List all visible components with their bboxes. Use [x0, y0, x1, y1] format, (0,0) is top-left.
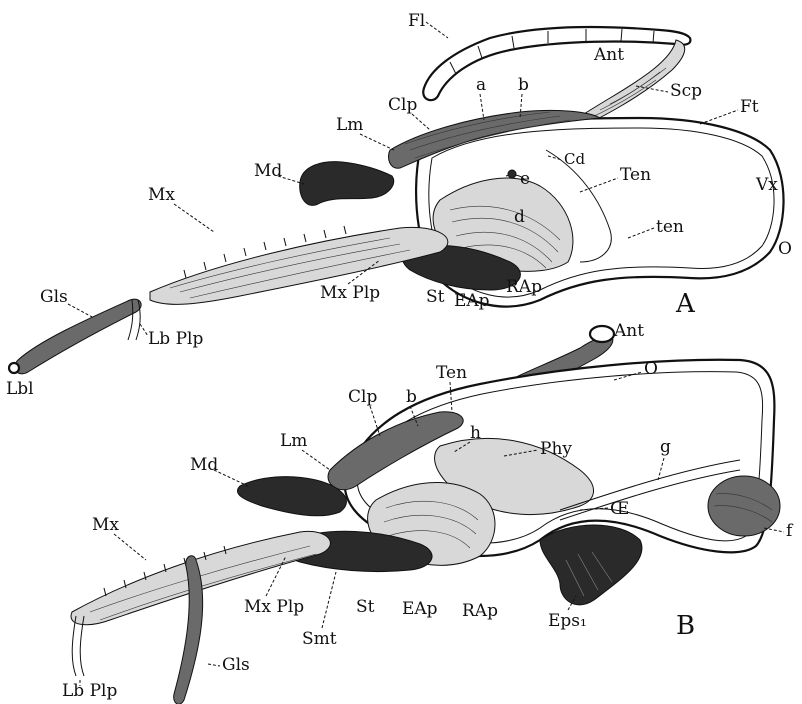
label-ten-b: Ten [436, 363, 467, 383]
panel-b-letter: B [676, 611, 695, 641]
label-clp-a: Clp [388, 95, 417, 115]
label-mxplp-a: Mx Plp [320, 283, 380, 303]
label-b-a: b [518, 75, 529, 95]
label-o-a: O [778, 239, 792, 259]
label-st-a: St [426, 287, 445, 307]
label-ten-lower: ten [656, 217, 684, 237]
label-phy: Phy [540, 439, 572, 459]
panel-a-drawing [9, 27, 784, 374]
label-h: h [470, 423, 481, 443]
label-smt: Smt [302, 629, 337, 649]
label-eap-b: EAp [402, 599, 438, 619]
label-ten-upper: Ten [620, 165, 651, 185]
label-oe: Œ [610, 499, 629, 519]
label-cd: Cd [564, 150, 585, 168]
label-clp-b: Clp [348, 387, 377, 407]
panel-b-drawing [71, 326, 780, 704]
label-a: a [476, 75, 486, 95]
label-ft: Ft [740, 97, 759, 117]
label-e: e [520, 169, 530, 189]
label-st-b: St [356, 597, 375, 617]
label-gls-a: Gls [40, 287, 68, 307]
label-o-b: O [644, 359, 658, 379]
label-mxplp-b: Mx Plp [244, 597, 304, 617]
label-md-a: Md [254, 161, 282, 181]
label-mx-b: Mx [92, 515, 119, 535]
label-f: f [786, 521, 794, 541]
label-rap-a: RAp [506, 277, 542, 297]
label-lbplp-a: Lb Plp [148, 329, 203, 349]
label-ant-b: Ant [613, 321, 644, 341]
label-scp: Scp [670, 81, 702, 101]
label-eap-a: EAp [454, 291, 490, 311]
label-d: d [514, 207, 525, 227]
label-fl: Fl [408, 11, 425, 31]
label-lbl: Lbl [6, 379, 34, 399]
label-vx: Vx [755, 175, 778, 195]
label-rap-b: RAp [462, 601, 498, 621]
label-lm-a: Lm [336, 115, 363, 135]
label-lm-b: Lm [280, 431, 307, 451]
label-gls-b: Gls [222, 655, 250, 675]
label-b-b: b [406, 387, 417, 407]
label-ant: Ant [593, 45, 624, 65]
label-lbplp-b: Lb Plp [62, 681, 117, 701]
label-eps1: Eps₁ [548, 611, 587, 631]
label-mx-a: Mx [148, 185, 175, 205]
panel-a-letter: A [675, 289, 696, 319]
label-g: g [660, 437, 671, 457]
label-md-b: Md [190, 455, 218, 475]
